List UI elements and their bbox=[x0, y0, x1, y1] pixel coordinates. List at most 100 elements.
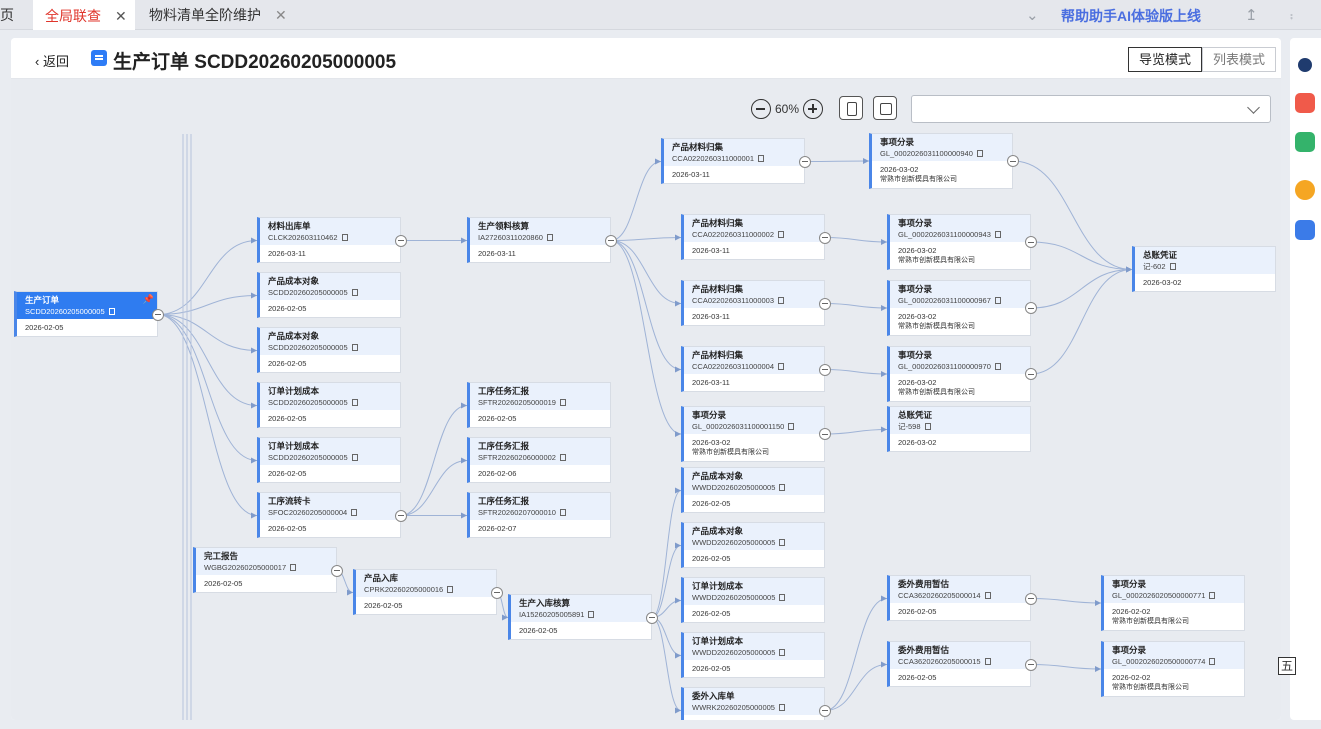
list-mode-button[interactable]: 列表模式 bbox=[1202, 47, 1277, 72]
clipboard-icon[interactable] bbox=[1295, 220, 1315, 240]
close-icon[interactable]: ✕ bbox=[115, 7, 127, 24]
collapse-toggle-icon[interactable] bbox=[646, 611, 658, 624]
copy-icon[interactable] bbox=[976, 150, 983, 157]
collapse-toggle-icon[interactable] bbox=[152, 308, 164, 321]
link-icon[interactable] bbox=[1295, 132, 1315, 152]
center-view-icon[interactable] bbox=[873, 96, 897, 120]
copy-icon[interactable] bbox=[994, 231, 1001, 238]
copy-icon[interactable] bbox=[994, 363, 1001, 370]
collapse-toggle-icon[interactable] bbox=[1007, 155, 1019, 167]
copy-icon[interactable] bbox=[984, 592, 991, 599]
node-search-select[interactable] bbox=[911, 95, 1271, 123]
copy-icon[interactable] bbox=[351, 454, 358, 461]
collapse-toggle-icon[interactable] bbox=[819, 428, 831, 440]
robot-icon[interactable] bbox=[1298, 58, 1312, 72]
copy-icon[interactable] bbox=[984, 658, 991, 665]
copy-icon[interactable] bbox=[778, 363, 785, 370]
zoom-out-icon[interactable] bbox=[751, 99, 771, 119]
collapse-icon[interactable]: ⨾ bbox=[1290, 6, 1294, 23]
helper-ai-link[interactable]: 帮助助手AI体验版上线 bbox=[1061, 8, 1201, 24]
copy-icon[interactable] bbox=[559, 399, 566, 406]
copy-icon[interactable] bbox=[779, 594, 786, 601]
copy-icon[interactable] bbox=[341, 234, 348, 241]
copy-icon[interactable] bbox=[546, 234, 553, 241]
collapse-toggle-icon[interactable] bbox=[819, 297, 831, 310]
collapse-toggle-icon[interactable] bbox=[1025, 658, 1037, 671]
chevron-down-icon[interactable]: ⌄ bbox=[1026, 7, 1039, 24]
copy-icon[interactable] bbox=[1169, 263, 1176, 270]
copy-icon[interactable] bbox=[778, 297, 785, 304]
collapse-toggle-icon[interactable] bbox=[395, 509, 407, 522]
close-icon[interactable]: ✕ bbox=[275, 6, 287, 23]
collapse-toggle-icon[interactable] bbox=[799, 155, 811, 168]
copy-icon[interactable] bbox=[351, 289, 358, 296]
copy-icon[interactable] bbox=[779, 484, 786, 491]
float-button[interactable]: 五 bbox=[1278, 657, 1296, 675]
copy-icon[interactable] bbox=[447, 586, 454, 593]
tab-global-query[interactable]: 全局联查 ✕ bbox=[33, 0, 135, 30]
copy-icon[interactable] bbox=[779, 649, 786, 656]
back-button[interactable]: ‹ 返回 bbox=[35, 54, 69, 69]
collapse-toggle-icon[interactable] bbox=[1025, 368, 1037, 380]
help-icon[interactable] bbox=[1295, 180, 1315, 200]
app-icon[interactable] bbox=[1295, 93, 1315, 113]
copy-icon[interactable] bbox=[778, 231, 785, 238]
collapse-toggle-icon[interactable] bbox=[331, 564, 343, 577]
copy-icon[interactable] bbox=[924, 423, 931, 430]
copy-icon[interactable] bbox=[779, 539, 786, 546]
collapse-toggle-icon[interactable] bbox=[1025, 236, 1037, 248]
copy-icon[interactable] bbox=[994, 297, 1001, 304]
copy-icon[interactable] bbox=[588, 611, 595, 618]
copy-icon[interactable] bbox=[559, 454, 566, 461]
collapse-toggle-icon[interactable] bbox=[819, 231, 831, 244]
copy-icon[interactable] bbox=[1209, 592, 1216, 599]
collapse-toggle-icon[interactable] bbox=[395, 234, 407, 247]
pin-icon[interactable]: 📌 bbox=[142, 294, 154, 304]
tab-edge[interactable]: 页 bbox=[0, 0, 14, 30]
collapse-toggle-icon[interactable] bbox=[605, 234, 617, 247]
nav-mode-button[interactable]: 导览模式 bbox=[1128, 47, 1203, 72]
copy-icon[interactable] bbox=[351, 399, 358, 406]
copy-icon[interactable] bbox=[290, 564, 297, 571]
zoom-in-icon[interactable] bbox=[803, 99, 824, 119]
fit-view-icon[interactable] bbox=[839, 96, 863, 120]
arrow-up-icon[interactable]: ↥ bbox=[1245, 7, 1258, 24]
collapse-toggle-icon[interactable] bbox=[491, 586, 503, 599]
collapse-toggle-icon[interactable] bbox=[1025, 302, 1037, 314]
collapse-toggle-icon[interactable] bbox=[1025, 592, 1037, 605]
copy-icon[interactable] bbox=[351, 344, 358, 351]
collapse-toggle-icon[interactable] bbox=[819, 704, 831, 717]
copy-icon[interactable] bbox=[1209, 658, 1216, 665]
copy-icon[interactable] bbox=[559, 509, 566, 516]
